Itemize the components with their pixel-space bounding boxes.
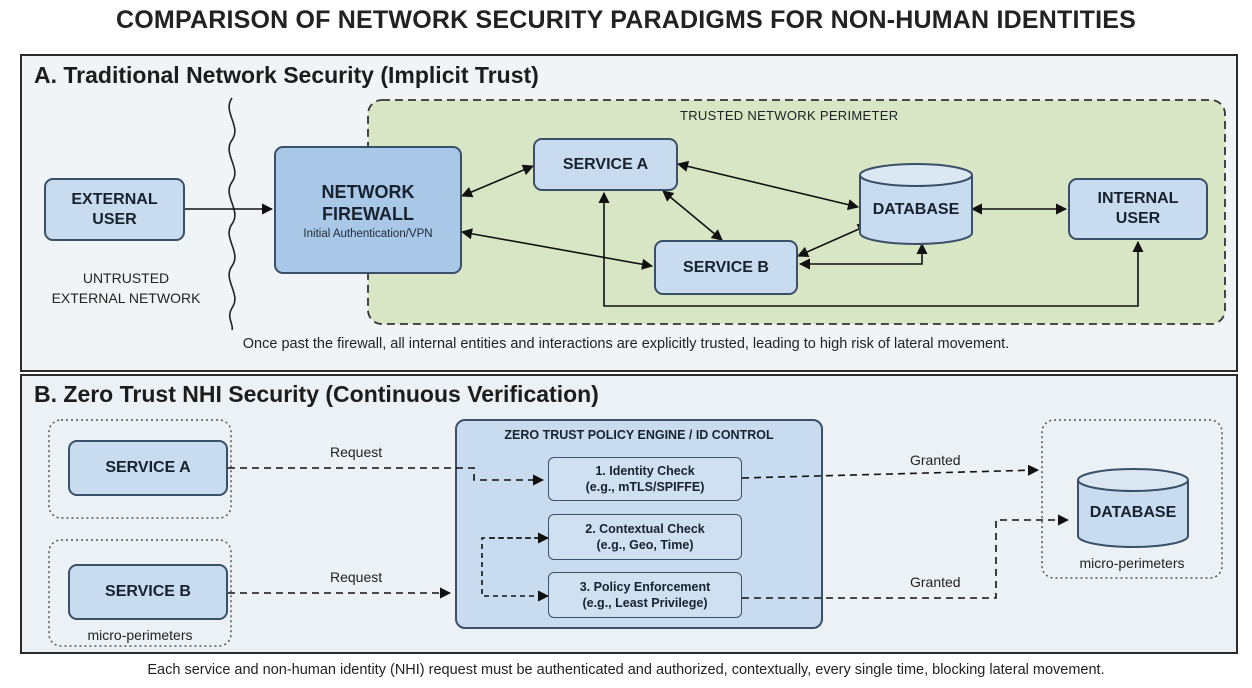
- policy-engine-title: ZERO TRUST POLICY ENGINE / ID CONTROL: [504, 428, 774, 442]
- internal-user-box: INTERNAL USER: [1068, 178, 1208, 240]
- arrow-firewall-service-b: [460, 228, 654, 270]
- untrusted-label-line-1: UNTRUSTED: [82, 270, 170, 286]
- service-b-label-trad: SERVICE B: [683, 258, 769, 276]
- external-user-box: EXTERNAL USER: [44, 178, 185, 241]
- identity-check-title: 1. Identity Check: [595, 464, 695, 478]
- service-a-label-trad: SERVICE A: [562, 155, 649, 173]
- footer-caption: Each service and non-human identity (NHI…: [147, 662, 1105, 678]
- untrusted-network-label: UNTRUSTED EXTERNAL NETWORK: [46, 268, 206, 308]
- identity-check-box: 1. Identity Check (e.g., mTLS/SPIFFE): [548, 457, 742, 501]
- policy-enforcement-detail: (e.g., Least Privilege): [582, 596, 708, 610]
- micro-perimeters-label-db: micro-perimeters: [1079, 555, 1185, 571]
- service-b-label-zt: SERVICE B: [105, 583, 191, 600]
- panel-a-heading: A. Traditional Network Security (Implici…: [34, 62, 539, 88]
- service-a-box-trad: SERVICE A: [533, 138, 678, 191]
- granted-label-1: Granted: [910, 452, 961, 468]
- database-label-zt: DATABASE: [1089, 504, 1177, 521]
- granted-arrow-2: [742, 514, 1070, 599]
- identity-check-detail: (e.g., mTLS/SPIFFE): [585, 480, 705, 494]
- micro-perimeter-service-b: [48, 539, 232, 647]
- untrusted-label-line-2: EXTERNAL NETWORK: [51, 290, 201, 306]
- diagram-title: COMPARISON OF NETWORK SECURITY PARADIGMS…: [116, 6, 1136, 34]
- database-cylinder-a: [859, 163, 973, 245]
- network-firewall-box: NETWORK FIREWALL Initial Authentication/…: [274, 146, 462, 274]
- panel-a-caption: Once past the firewall, all internal ent…: [242, 336, 1010, 352]
- service-b-box-trad: SERVICE B: [654, 240, 798, 295]
- arrow-firewall-service-a: [460, 164, 535, 198]
- policy-enforcement-title: 3. Policy Enforcement: [579, 580, 711, 594]
- granted-label-2: Granted: [910, 574, 961, 590]
- request-label-a: Request: [330, 444, 383, 460]
- micro-perimeter-database: [1041, 419, 1223, 579]
- request-arrow-a-into-check: [444, 467, 545, 486]
- firewall-subtitle: Initial Authentication/VPN: [303, 227, 433, 240]
- contextual-check-title: 2. Contextual Check: [585, 522, 705, 536]
- contextual-check-detail: (e.g., Geo, Time): [596, 538, 694, 552]
- firewall-title: NETWORK FIREWALL: [321, 181, 415, 224]
- untrusted-boundary-line: [228, 97, 236, 331]
- request-label-b: Request: [330, 569, 383, 585]
- service-a-label-zt: SERVICE A: [105, 459, 191, 476]
- contextual-check-box: 2. Contextual Check (e.g., Geo, Time): [548, 514, 742, 560]
- arrow-internal-user-loop: [598, 191, 1144, 307]
- external-user-label: EXTERNAL USER: [71, 190, 158, 228]
- internal-user-label: INTERNAL USER: [1097, 190, 1179, 227]
- panel-b-heading: B. Zero Trust NHI Security (Continuous V…: [34, 381, 599, 407]
- trusted-perimeter-label: TRUSTED NETWORK PERIMETER: [680, 108, 899, 123]
- policy-enforcement-box: 3. Policy Enforcement (e.g., Least Privi…: [548, 572, 742, 618]
- micro-perimeters-label-b: micro-perimeters: [87, 627, 193, 643]
- check-2-3-link: [481, 537, 550, 602]
- database-cylinder-b: [1077, 468, 1189, 548]
- granted-arrow-1: [741, 464, 1040, 479]
- service-b-box-zt: SERVICE B: [68, 564, 228, 620]
- service-a-box-zt: SERVICE A: [68, 440, 228, 496]
- database-label-trad: DATABASE: [872, 201, 960, 218]
